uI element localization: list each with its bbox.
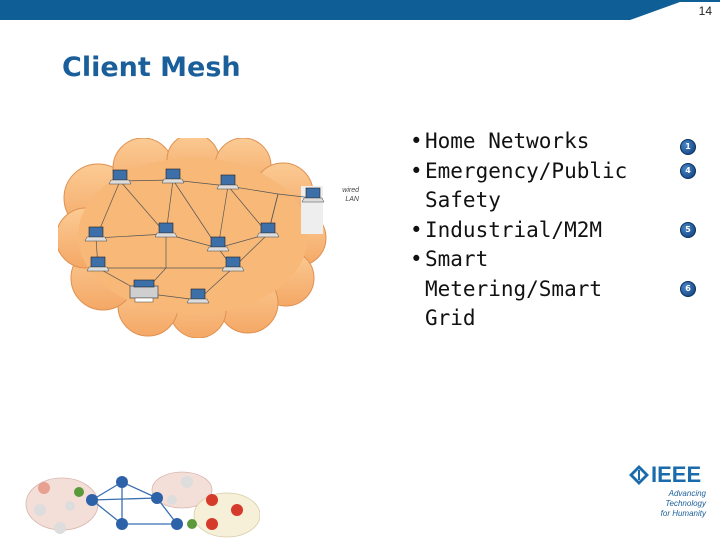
bullet-line: Safety <box>425 188 501 212</box>
laptop-icon <box>216 174 240 190</box>
reference-badge: 6 <box>680 281 696 297</box>
bullet-item: Industrial/M2M <box>410 216 627 246</box>
laptop-icon <box>301 187 325 203</box>
bullet-line: Home Networks <box>425 129 590 153</box>
laptop-icon <box>84 226 108 242</box>
laptop-icon <box>221 256 245 272</box>
top-bar <box>0 0 720 20</box>
tagline-line: for Humanity <box>660 509 706 518</box>
laptop-icon <box>108 169 132 185</box>
wired-label: wired <box>342 187 359 194</box>
bullet-line: Grid <box>425 306 476 330</box>
lan-label: LAN <box>345 196 359 203</box>
page-number: 14 <box>698 4 712 18</box>
laptop-icon <box>256 222 280 238</box>
laptop-icon <box>154 222 178 238</box>
laptop-icon <box>161 168 185 184</box>
bullet-line: Smart <box>425 247 489 271</box>
bullet-line: Metering/Smart <box>425 276 603 301</box>
footer-network-graphic <box>25 471 260 538</box>
laptop-icon <box>86 256 110 272</box>
node-circles <box>34 476 243 534</box>
reference-badge: 1 <box>680 139 696 155</box>
client-mesh-diagram <box>58 138 327 338</box>
slide-title: Client Mesh <box>62 52 241 83</box>
laptop-icon <box>206 236 230 252</box>
tagline-line: Advancing Technology <box>665 489 706 508</box>
bullet-line: Emergency/Public <box>425 158 628 183</box>
laptop-icon <box>186 288 210 304</box>
printer-icon <box>129 279 159 303</box>
ieee-logo-text: IEEE <box>651 462 702 487</box>
laptop-icons <box>84 168 325 304</box>
reference-badge: 5 <box>680 222 696 238</box>
bullet-item: Home Networks <box>410 127 627 157</box>
reference-badge: 4 <box>680 163 696 179</box>
bullet-line: Industrial/M2M <box>425 217 603 242</box>
ieee-diamond-icon <box>629 465 649 485</box>
